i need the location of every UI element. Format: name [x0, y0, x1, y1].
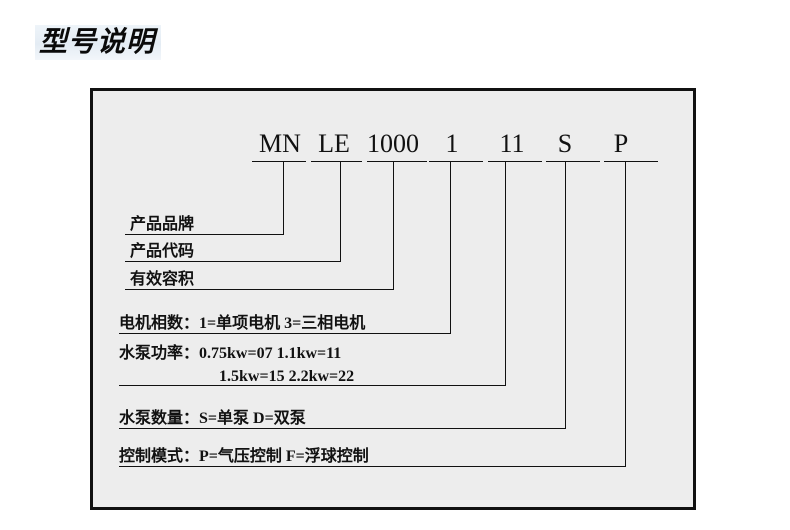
connector-line-volume: [393, 161, 394, 289]
connector-line-phase: [450, 161, 451, 333]
desc-rule-effective-volume: [125, 289, 394, 290]
code-rule-volume: [367, 161, 427, 162]
connector-line-control: [625, 161, 626, 466]
desc-label-control-mode: 控制模式：P=气压控制 F=浮球控制: [119, 448, 369, 465]
diagram-panel: [90, 88, 696, 510]
desc-rule-product-code: [125, 261, 341, 262]
page-title: 型号说明: [35, 22, 161, 62]
code-segment-power: 11: [499, 129, 525, 158]
desc-rule-pump-quantity: [119, 428, 566, 429]
desc-label-pump-quantity: 水泵数量：S=单泵 D=双泵: [119, 410, 306, 427]
desc-label-pump-power-line1: 水泵功率：0.75kw=07 1.1kw=11: [119, 345, 342, 362]
code-segment-brand: MN: [259, 129, 301, 158]
code-rule-pumpqty: [546, 161, 600, 162]
desc-label-motor-phase-count: 电机相数：1=单项电机 3=三相电机: [119, 315, 366, 332]
code-segment-volume: 1000: [367, 129, 419, 158]
desc-rule-pump-power: [119, 385, 506, 386]
connector-line-power: [505, 161, 506, 385]
desc-label-effective-volume: 有效容积: [130, 271, 195, 288]
code-segment-control: P: [613, 129, 629, 158]
code-rule-phase: [429, 161, 483, 162]
desc-label-pump-power-line2: 1.5kw=15 2.2kw=22: [219, 368, 355, 385]
page-title-text: 型号说明: [39, 26, 156, 57]
connector-line-pumpqty: [565, 161, 566, 428]
code-rule-control: [604, 161, 658, 162]
code-rule-power: [488, 161, 542, 162]
connector-line-code: [340, 161, 341, 261]
code-segment-phase: 1: [445, 129, 459, 158]
desc-label-product-code: 产品代码: [130, 243, 195, 260]
code-rule-code: [311, 161, 362, 162]
code-segment-code: LE: [318, 129, 350, 158]
code-segment-pumpqty: S: [557, 129, 573, 158]
desc-rule-control-mode: [119, 466, 626, 467]
desc-rule-product-brand: [125, 234, 284, 235]
title-highlight-block: [35, 25, 161, 60]
desc-label-product-brand: 产品品牌: [130, 216, 195, 233]
connector-line-brand: [283, 161, 284, 234]
code-rule-brand: [252, 161, 306, 162]
desc-rule-motor-phase-count: [119, 333, 451, 334]
